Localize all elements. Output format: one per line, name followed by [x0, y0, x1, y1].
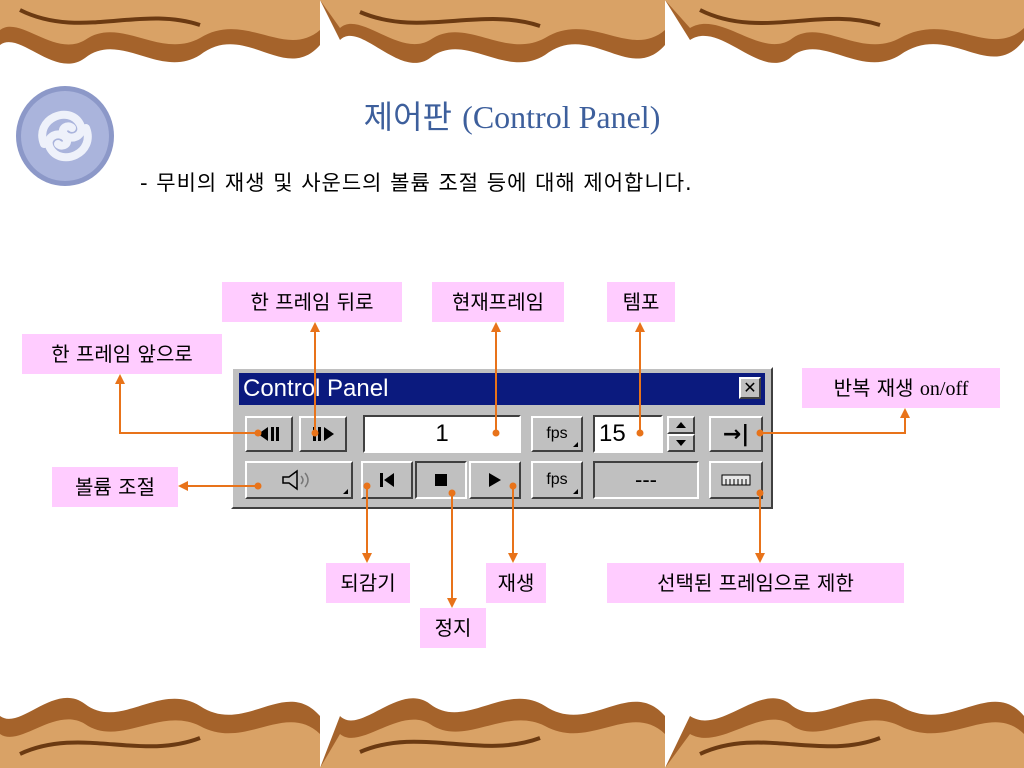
callout-stop: 정지 [420, 608, 486, 648]
page-title: 제어판 (Control Panel) [0, 92, 1024, 138]
tempo-up-button[interactable] [667, 416, 695, 434]
step-back-button[interactable] [299, 416, 347, 452]
speaker-icon [282, 469, 309, 491]
window-title: Control Panel [243, 375, 389, 402]
callout-tempo: 템포 [607, 282, 675, 322]
callout-step-back: 한 프레임 뒤로 [222, 282, 402, 322]
callout-rewind: 되감기 [326, 563, 410, 603]
step-forward-button[interactable] [245, 416, 293, 452]
arrow-up-icon [676, 422, 686, 428]
decorative-bottom-border [0, 697, 1024, 768]
frame-rate-mode-button[interactable]: fps [531, 416, 583, 452]
dropdown-corner-icon [573, 489, 578, 494]
current-frame-field[interactable]: 1 [363, 415, 521, 453]
step-back-icon [313, 427, 334, 441]
play-icon [489, 473, 501, 487]
volume-button[interactable] [245, 461, 353, 499]
play-button[interactable] [469, 461, 521, 499]
actual-fps-field: --- [593, 461, 699, 499]
dropdown-corner-icon [343, 489, 348, 494]
stop-icon [435, 474, 447, 486]
step-forward-icon [258, 427, 279, 441]
control-panel-window: Control Panel ✕ 1 fps 15 →| fps --- [231, 367, 773, 509]
page-subtitle: - 무비의 재생 및 사운드의 볼륨 조절 등에 대해 제어합니다. [140, 171, 693, 195]
dropdown-corner-icon [573, 442, 578, 447]
stop-button[interactable] [415, 461, 467, 499]
close-icon: ✕ [743, 378, 757, 397]
page-title-korean: 제어판 [363, 98, 452, 136]
tempo-field[interactable]: 15 [593, 415, 663, 453]
fps-label: fps [546, 425, 568, 442]
swirl-logo-icon [16, 86, 114, 186]
fps-label: fps [546, 471, 568, 488]
loop-icon: →| [722, 421, 750, 447]
tempo-down-button[interactable] [667, 434, 695, 452]
callout-selected-frames: 선택된 프레임으로 제한 [607, 563, 904, 603]
rewind-button[interactable] [361, 461, 413, 499]
window-title-bar[interactable]: Control Panel ✕ [239, 373, 765, 405]
callout-play: 재생 [486, 563, 546, 603]
play-selected-frames-button[interactable] [709, 461, 763, 499]
loop-toggle-button[interactable]: →| [709, 416, 763, 452]
callout-volume: 볼륨 조절 [52, 467, 178, 507]
arrow-down-icon [676, 440, 686, 446]
callout-current-frame: 현재프레임 [432, 282, 564, 322]
callout-loop-korean: 반복 재생 [833, 376, 914, 400]
rewind-icon [380, 473, 394, 487]
page-title-english: (Control Panel) [462, 99, 661, 135]
callout-step-forward: 한 프레임 앞으로 [22, 334, 222, 374]
callout-loop: 반복 재생 on/off [802, 368, 1000, 408]
callout-loop-english: on/off [919, 378, 969, 400]
decorative-top-border [0, 0, 1024, 64]
selected-frames-icon [721, 474, 751, 486]
close-button[interactable]: ✕ [739, 377, 761, 399]
actual-fps-mode-button[interactable]: fps [531, 461, 583, 499]
